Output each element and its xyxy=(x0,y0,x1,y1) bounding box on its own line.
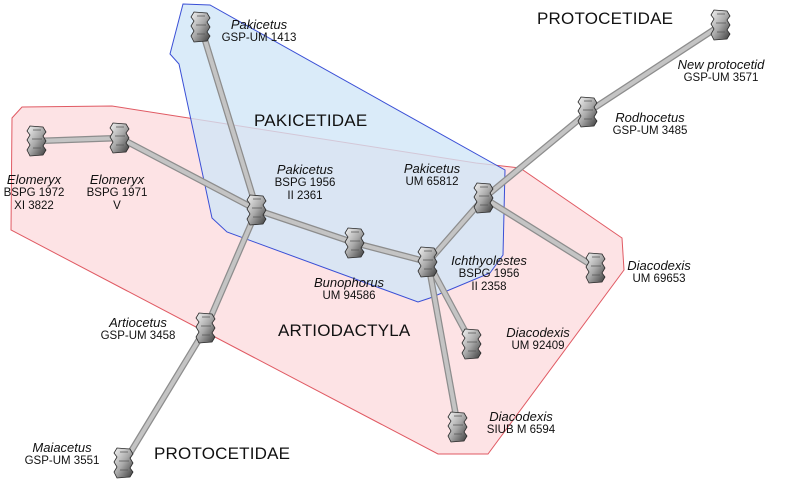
branch-edge xyxy=(118,136,259,212)
vertebra-icon xyxy=(246,194,267,226)
vertebra-icons xyxy=(26,9,731,479)
branch-edge xyxy=(482,110,590,200)
specimen-label-elomeryx-1971: Elomeryx BSPG 1971 V xyxy=(86,172,148,212)
vertebra-icon xyxy=(26,125,47,157)
vertebra-icon xyxy=(585,252,606,284)
vertebra-icon xyxy=(109,122,130,154)
branch-edge xyxy=(255,208,357,245)
vertebra-icon xyxy=(113,447,134,479)
pakicetidae-hull xyxy=(169,3,506,303)
branch-edge xyxy=(204,208,259,330)
vertebra-icon xyxy=(710,9,731,41)
vertebra-icon xyxy=(195,312,216,344)
specimen-label-artiocetus: Artiocetus GSP-UM 3458 xyxy=(100,315,176,342)
specimen-label-diacodexis-92409: Diacodexis UM 92409 xyxy=(506,325,570,352)
vertebra-icon xyxy=(344,227,365,259)
specimen-label-new-protocetid: New protocetid GSP-UM 3571 xyxy=(677,57,765,84)
group-label-protocetidae-bottom: PROTOCETIDAE xyxy=(154,444,291,463)
vertebra-icon xyxy=(577,96,598,128)
branch-edge xyxy=(353,241,430,264)
branch-edge xyxy=(482,196,598,270)
group-label-pakicetidae: PAKICETIDAE xyxy=(254,111,368,130)
specimen-label-pakicetus-gsp: Pakicetus GSP-UM 1413 xyxy=(221,17,297,44)
vertebra-icon xyxy=(417,246,438,278)
specimen-label-pakicetus-um: Pakicetus UM 65812 xyxy=(403,161,461,188)
vertebra-icon xyxy=(190,11,211,43)
specimen-label-pakicetus-bspg: Pakicetus BSPG 1956 II 2361 xyxy=(274,162,336,202)
specimen-label-maiacetus: Maiacetus GSP-UM 3551 xyxy=(24,440,100,467)
branch-edge xyxy=(199,25,259,212)
branch-edge xyxy=(35,136,122,143)
specimen-label-ichthyolestes: Ichthyolestes BSPG 1956 II 2358 xyxy=(451,253,527,293)
specimen-label-bunophorus: Bunophorus UM 94586 xyxy=(313,275,385,302)
group-label-artiodactyla: ARTIODACTYLA xyxy=(278,321,411,340)
specimen-label-rodhocetus: Rodhocetus GSP-UM 3485 xyxy=(612,110,688,137)
specimen-label-elomeryx-1972: Elomeryx BSPG 1972 XI 3822 xyxy=(3,172,65,212)
group-label-protocetidae-top: PROTOCETIDAE xyxy=(537,9,674,28)
branch-edge xyxy=(122,326,208,465)
vertebra-icon xyxy=(461,328,482,360)
specimen-label-diacodexis-6594: Diacodexis SIUB M 6594 xyxy=(486,409,556,436)
branch-edge xyxy=(586,23,723,114)
specimen-label-diacodexis-69653: Diacodexis UM 69653 xyxy=(627,258,691,285)
vertebra-icon xyxy=(473,182,494,214)
vertebra-icon xyxy=(447,411,468,443)
branch-edge xyxy=(426,260,460,429)
